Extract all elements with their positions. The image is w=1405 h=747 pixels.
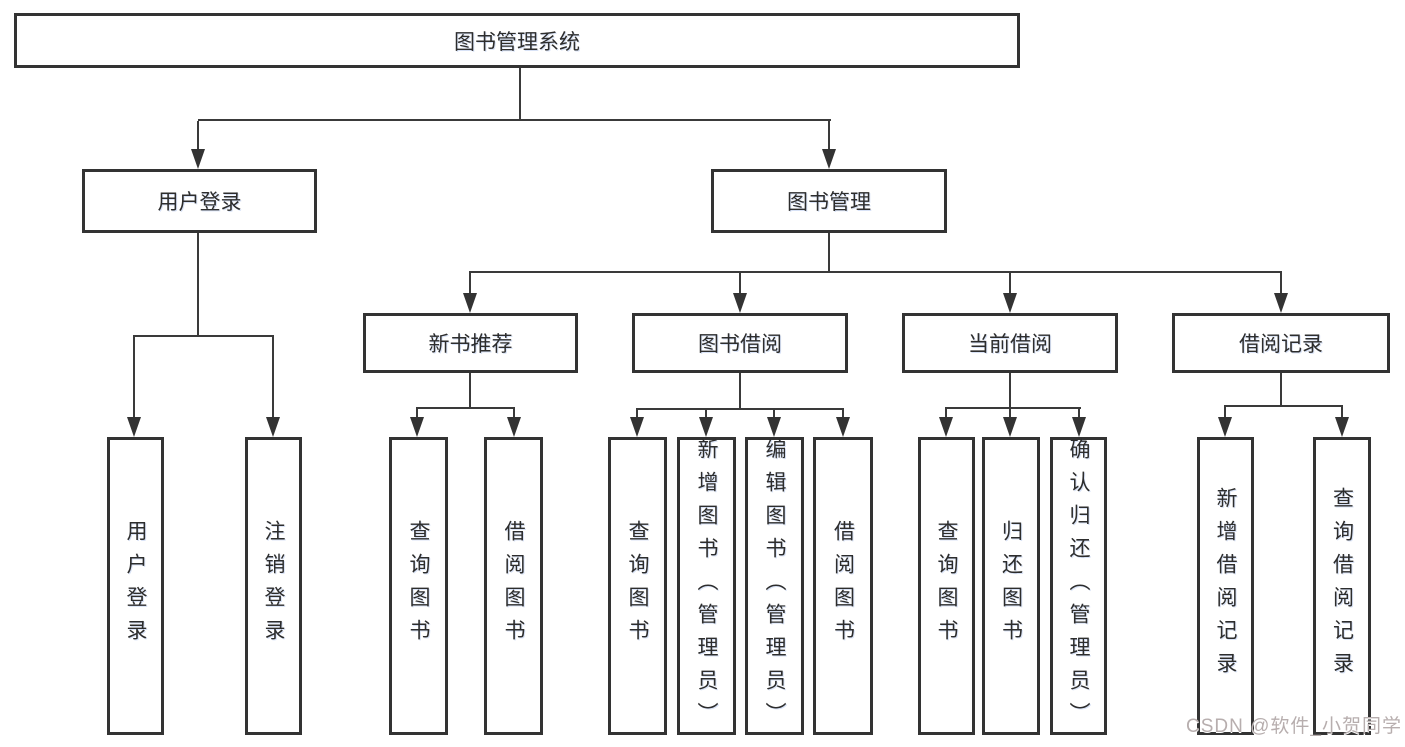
connector-current-span	[945, 407, 1081, 409]
node-book-borrow: 图书借阅	[632, 313, 848, 373]
leaf-borrow-add-books-admin: 新增图书（管理员）	[677, 437, 736, 735]
leaf-record-query-borrow-record: 查询借阅记录	[1313, 437, 1371, 735]
connector-line	[1009, 373, 1011, 407]
leaf-current-return-books: 归还图书	[982, 437, 1040, 735]
connector-line	[842, 410, 844, 417]
connector-root-drop	[519, 68, 521, 119]
arrow-down-icon	[127, 417, 141, 437]
leaf-logout: 注销登录	[245, 437, 302, 735]
arrow-down-icon	[939, 417, 953, 437]
node-borrow-record: 借阅记录	[1172, 313, 1390, 373]
leaf-record-add-borrow-record: 新增借阅记录	[1197, 437, 1254, 735]
arrow-down-icon	[191, 149, 205, 169]
arrow-down-icon	[1003, 417, 1017, 437]
connector-line	[705, 410, 707, 417]
connector-record-span	[1224, 405, 1343, 407]
connector-line	[1341, 407, 1343, 417]
connector-line	[636, 410, 638, 417]
connector-login-span	[133, 335, 274, 337]
arrow-down-icon	[266, 417, 280, 437]
leaf-current-confirm-return-admin: 确认归还（管理员）	[1050, 437, 1107, 735]
connector-line	[739, 373, 741, 408]
leaf-borrow-query-books: 查询图书	[608, 437, 667, 735]
connector-line	[828, 121, 830, 149]
connector-line	[272, 337, 274, 417]
arrow-down-icon	[410, 417, 424, 437]
connector-borrow-span	[636, 408, 844, 410]
arrow-down-icon	[507, 417, 521, 437]
connector-line	[133, 337, 135, 417]
arrow-down-icon	[1003, 293, 1017, 313]
connector-line	[1280, 373, 1282, 405]
leaf-recommend-borrow-books: 借阅图书	[484, 437, 543, 735]
node-library-system: 图书管理系统	[14, 13, 1020, 68]
connector-line	[197, 121, 199, 149]
node-book-management: 图书管理	[711, 169, 947, 233]
connector-line	[1280, 273, 1282, 293]
connector-line	[828, 233, 830, 271]
connector-line	[773, 410, 775, 417]
leaf-recommend-query-books: 查询图书	[389, 437, 448, 735]
connector-line	[469, 273, 471, 293]
connector-line	[416, 409, 418, 417]
connector-line	[1009, 409, 1011, 417]
leaf-user-login: 用户登录	[107, 437, 164, 735]
arrow-down-icon	[1274, 293, 1288, 313]
connector-level2-span	[198, 119, 831, 121]
arrow-down-icon	[1072, 417, 1086, 437]
node-user-login: 用户登录	[82, 169, 317, 233]
connector-line	[1224, 407, 1226, 417]
arrow-down-icon	[836, 417, 850, 437]
node-current-borrow: 当前借阅	[902, 313, 1118, 373]
arrow-down-icon	[630, 417, 644, 437]
arrow-down-icon	[463, 293, 477, 313]
connector-newbook-span	[416, 407, 515, 409]
arrow-down-icon	[1335, 417, 1349, 437]
csdn-watermark: CSDN @软件_小贺同学	[1186, 716, 1402, 737]
leaf-borrow-borrow-books: 借阅图书	[813, 437, 873, 735]
arrow-down-icon	[699, 417, 713, 437]
connector-line	[1009, 273, 1011, 293]
connector-line	[513, 409, 515, 417]
connector-level3-span	[469, 271, 1282, 273]
connector-line	[197, 233, 199, 335]
node-new-book-recommend: 新书推荐	[363, 313, 578, 373]
arrow-down-icon	[1218, 417, 1232, 437]
leaf-current-query-books: 查询图书	[918, 437, 975, 735]
arrow-down-icon	[767, 417, 781, 437]
arrow-down-icon	[733, 293, 747, 313]
connector-line	[469, 373, 471, 407]
arrow-down-icon	[822, 149, 836, 169]
connector-line	[945, 409, 947, 417]
leaf-borrow-edit-books-admin: 编辑图书（管理员）	[745, 437, 804, 735]
connector-line	[739, 273, 741, 293]
connector-line	[1078, 409, 1080, 417]
